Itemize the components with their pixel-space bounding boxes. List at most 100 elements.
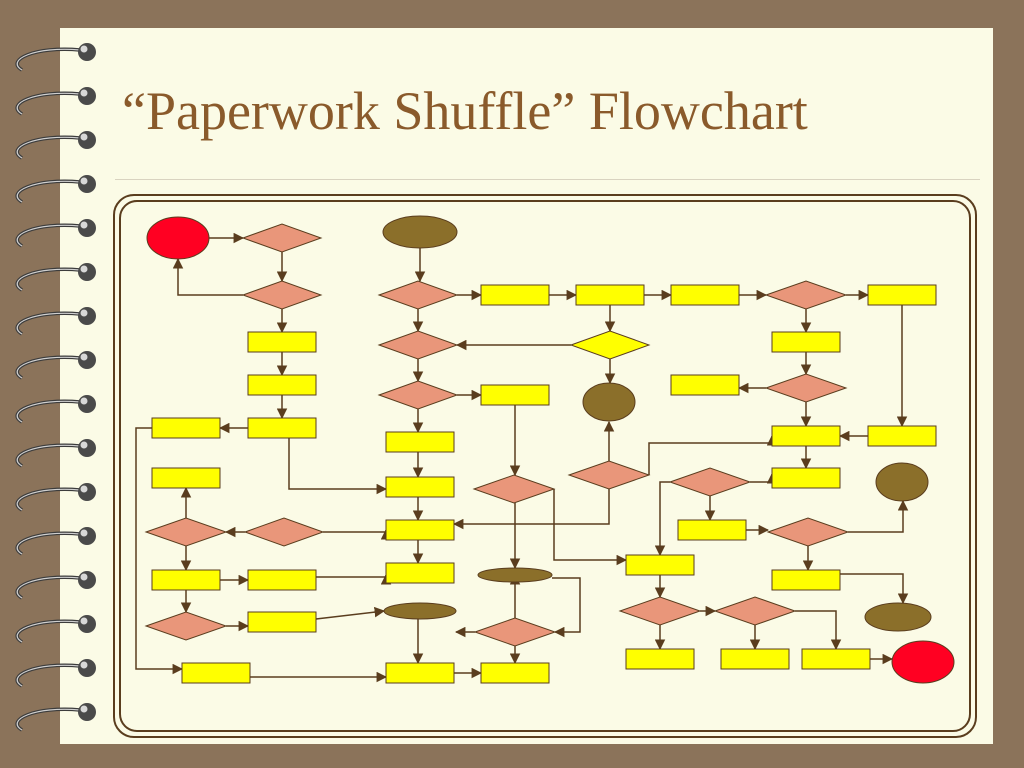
spiral-ring-highlight (16, 312, 81, 335)
process-box (867, 284, 937, 306)
spiral-ring-highlight (16, 224, 81, 247)
process-box (151, 467, 221, 489)
process-box (385, 519, 455, 541)
connector-arrow (750, 472, 778, 484)
connector-arrow (452, 489, 610, 530)
terminator-oval (383, 602, 457, 620)
connector-arrow (840, 573, 909, 605)
connector-arrow (315, 606, 386, 620)
spiral-binding (15, 43, 96, 732)
process-box (801, 648, 871, 670)
process-box (480, 384, 550, 406)
spiral-hole-shine (80, 309, 88, 317)
decision-diamond (377, 330, 459, 360)
decision-diamond (569, 330, 651, 360)
process-box (385, 662, 455, 684)
spiral-hole-shine (80, 89, 88, 97)
spiral-hole-shine (80, 705, 88, 713)
spiral-ring-highlight (16, 708, 81, 731)
start-end-oval (146, 216, 210, 260)
process-box (625, 648, 695, 670)
decision-diamond (668, 467, 752, 497)
process-box (771, 331, 841, 353)
spiral-hole-shine (80, 661, 88, 669)
decision-diamond (241, 280, 323, 310)
process-box (247, 331, 317, 353)
process-box (247, 569, 317, 591)
process-box (771, 425, 841, 447)
terminator-oval (382, 215, 458, 249)
process-box (677, 519, 747, 541)
spiral-ring-highlight (16, 532, 81, 555)
connector-arrow (795, 610, 842, 651)
decision-diamond (567, 460, 651, 490)
connector-arrow (654, 481, 670, 557)
spiral-hole-shine (80, 221, 88, 229)
process-box (720, 648, 790, 670)
spiral-ring-highlight (16, 356, 81, 379)
spiral-hole-shine (80, 133, 88, 141)
process-box (247, 611, 317, 633)
spiral-ring-highlight (16, 268, 81, 291)
terminator-oval (582, 382, 636, 422)
spiral-hole-shine (80, 397, 88, 405)
start-end-oval (891, 640, 955, 684)
decision-diamond (764, 373, 848, 403)
spiral-ring-highlight (16, 92, 81, 115)
decision-diamond (473, 617, 557, 647)
spiral-hole-shine (80, 441, 88, 449)
connector-arrow (323, 528, 392, 540)
spiral-ring-highlight (16, 180, 81, 203)
decision-diamond (241, 223, 323, 253)
spiral-hole-shine (80, 45, 88, 53)
connector-arrow (553, 489, 628, 566)
process-box (771, 467, 841, 489)
decision-diamond (764, 280, 848, 310)
connector-arrow (316, 573, 392, 585)
decision-diamond (766, 517, 850, 547)
title-divider (115, 179, 980, 180)
decision-diamond (713, 596, 797, 626)
process-box (480, 662, 550, 684)
process-box (181, 662, 251, 684)
process-box (771, 569, 841, 591)
decision-diamond (377, 280, 459, 310)
spiral-ring-highlight (16, 488, 81, 511)
frame-inner (119, 200, 971, 732)
spiral-hole-shine (80, 177, 88, 185)
process-box (670, 374, 740, 396)
spiral-hole-shine (80, 353, 88, 361)
spiral-ring-highlight (16, 400, 81, 423)
process-box (247, 417, 317, 439)
spiral-ring-highlight (16, 444, 81, 467)
decision-diamond (144, 611, 228, 641)
spiral-ring-highlight (16, 48, 81, 71)
terminator-oval (477, 567, 553, 583)
connector-arrow (552, 577, 581, 638)
process-box (670, 284, 740, 306)
connector-lines (135, 232, 909, 683)
process-box (867, 425, 937, 447)
process-box (151, 417, 221, 439)
decision-diamond (377, 380, 459, 410)
decision-diamond (144, 517, 228, 547)
spiral-hole-shine (80, 617, 88, 625)
connector-arrow (288, 438, 388, 495)
spiral-hole-shine (80, 573, 88, 581)
decision-diamond (243, 517, 325, 547)
slide-title: “Paperwork Shuffle” Flowchart (122, 81, 808, 141)
connector-arrow (172, 257, 243, 296)
process-box (385, 562, 455, 584)
process-box (385, 431, 455, 453)
decision-diamond (618, 596, 702, 626)
process-box (625, 554, 695, 576)
process-box (575, 284, 645, 306)
connector-arrow (848, 499, 909, 533)
spiral-ring-highlight (16, 136, 81, 159)
terminator-oval (864, 602, 932, 632)
spiral-hole-shine (80, 529, 88, 537)
process-box (480, 284, 550, 306)
connector-arrow (135, 427, 184, 675)
spiral-ring-highlight (16, 620, 81, 643)
